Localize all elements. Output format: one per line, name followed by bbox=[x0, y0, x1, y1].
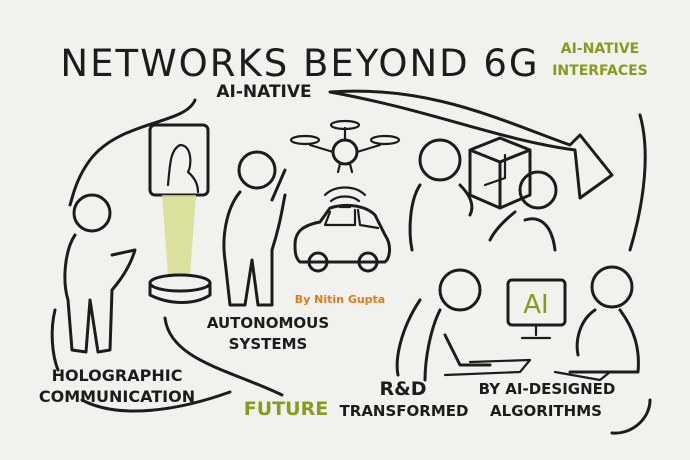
label-rd-2: TRANSFORMED bbox=[340, 402, 469, 420]
cube-icon bbox=[468, 136, 532, 210]
person-figure-icon bbox=[568, 265, 640, 374]
person-figure-icon bbox=[408, 138, 474, 252]
label-ai-native: AI-NATIVE bbox=[216, 82, 311, 102]
desk-papers bbox=[443, 358, 612, 382]
curve-algo bbox=[610, 398, 652, 435]
computer-monitor-icon: AI bbox=[506, 278, 567, 340]
label-algo-1: BY AI-DESIGNED bbox=[479, 380, 616, 398]
page-title: NETWORKS BEYOND 6G bbox=[60, 42, 539, 85]
curve-right bbox=[628, 113, 647, 252]
arrow-curve bbox=[328, 89, 614, 200]
monitor-ai-text: AI bbox=[523, 290, 548, 320]
label-holographic-2: COMMUNICATION bbox=[39, 387, 195, 406]
label-autonomous-1: AUTONOMOUS bbox=[207, 314, 329, 332]
label-algo-2: ALGORITHMS bbox=[490, 402, 602, 420]
label-ai-native-interfaces-2: INTERFACES bbox=[552, 63, 648, 79]
label-future: FUTURE bbox=[244, 398, 328, 420]
curve-future bbox=[163, 316, 284, 397]
author-credit: By Nitin Gupta bbox=[295, 293, 385, 306]
curve-left bbox=[50, 308, 60, 372]
car-icon bbox=[293, 203, 391, 273]
label-rd-1: R&D bbox=[380, 378, 427, 400]
label-holographic-1: HOLOGRAPHIC bbox=[52, 366, 183, 385]
hologram-projector-icon bbox=[148, 123, 212, 304]
person-figure-icon bbox=[222, 150, 287, 307]
person-figure-icon bbox=[423, 268, 492, 382]
label-ai-native-interfaces-1: AI-NATIVE bbox=[561, 41, 639, 57]
label-autonomous-2: SYSTEMS bbox=[229, 335, 308, 353]
drone-icon bbox=[289, 119, 401, 174]
curve-rd bbox=[395, 298, 422, 377]
curve-top-left bbox=[68, 98, 197, 207]
person-figure-icon bbox=[63, 193, 137, 354]
person-figure-icon bbox=[488, 170, 558, 252]
curve-holo-bottom bbox=[80, 390, 232, 413]
